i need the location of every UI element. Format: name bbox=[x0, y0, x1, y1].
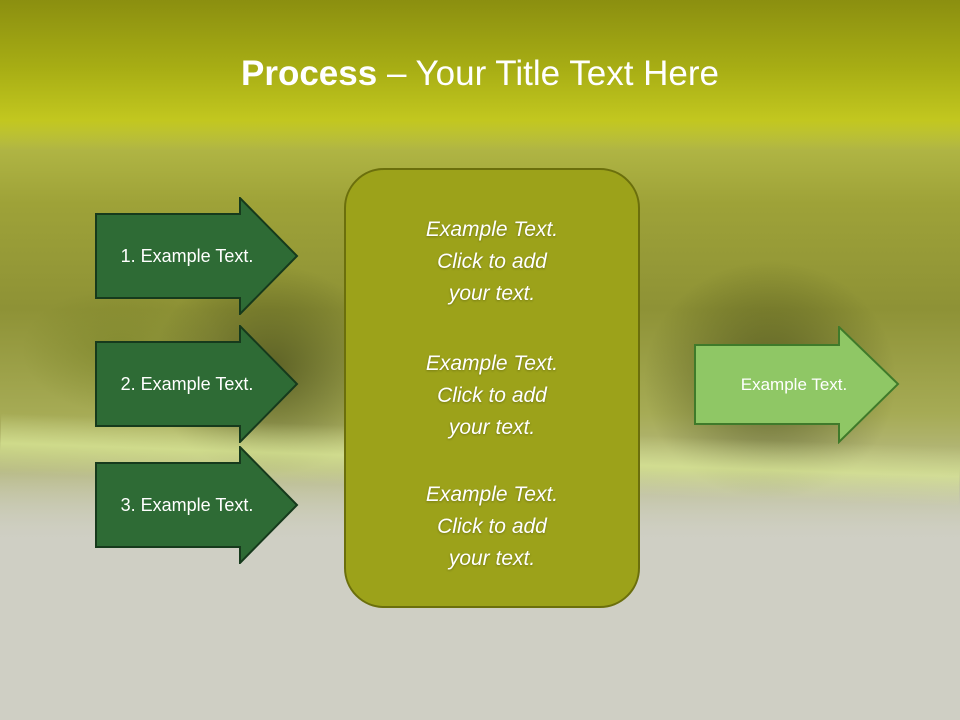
title-rest: – Your Title Text Here bbox=[377, 54, 719, 93]
right-arrow-shape-icon bbox=[95, 446, 299, 564]
title-band bbox=[0, 0, 960, 150]
center-text-line: your text. bbox=[448, 282, 536, 305]
center-text-block-1[interactable]: Example Text. Click to add your text. bbox=[346, 214, 638, 310]
right-arrow-shape-icon bbox=[95, 197, 299, 315]
step-arrow-label: 3. Example Text. bbox=[120, 495, 254, 515]
center-text-line: Click to add bbox=[437, 515, 547, 538]
output-arrow[interactable]: Example Text. bbox=[694, 326, 900, 444]
slide-title[interactable]: Process – Your Title Text Here bbox=[0, 52, 960, 96]
right-arrow-shape-icon bbox=[694, 326, 900, 444]
center-text-line: your text. bbox=[448, 547, 536, 570]
step-arrow-1[interactable]: 1. Example Text. bbox=[95, 197, 299, 315]
center-text-line: Click to add bbox=[437, 384, 547, 407]
center-text-line: Example Text. bbox=[425, 218, 559, 241]
step-arrow-label: 1. Example Text. bbox=[120, 246, 254, 266]
step-arrow-3[interactable]: 3. Example Text. bbox=[95, 446, 299, 564]
right-arrow-shape-icon bbox=[95, 325, 299, 443]
center-text-block-3[interactable]: Example Text. Click to add your text. bbox=[346, 479, 638, 575]
center-process-box[interactable]: Example Text. Click to add your text. Ex… bbox=[344, 168, 640, 608]
output-arrow-label: Example Text. bbox=[740, 375, 848, 394]
center-text-line: Example Text. bbox=[425, 483, 559, 506]
center-text-line: Click to add bbox=[437, 250, 547, 273]
step-arrow-2[interactable]: 2. Example Text. bbox=[95, 325, 299, 443]
step-arrow-label: 2. Example Text. bbox=[120, 374, 254, 394]
title-bold: Process bbox=[241, 54, 378, 93]
center-text-line: Example Text. bbox=[425, 352, 559, 375]
center-text-block-2[interactable]: Example Text. Click to add your text. bbox=[346, 348, 638, 444]
center-text-line: your text. bbox=[448, 416, 536, 439]
